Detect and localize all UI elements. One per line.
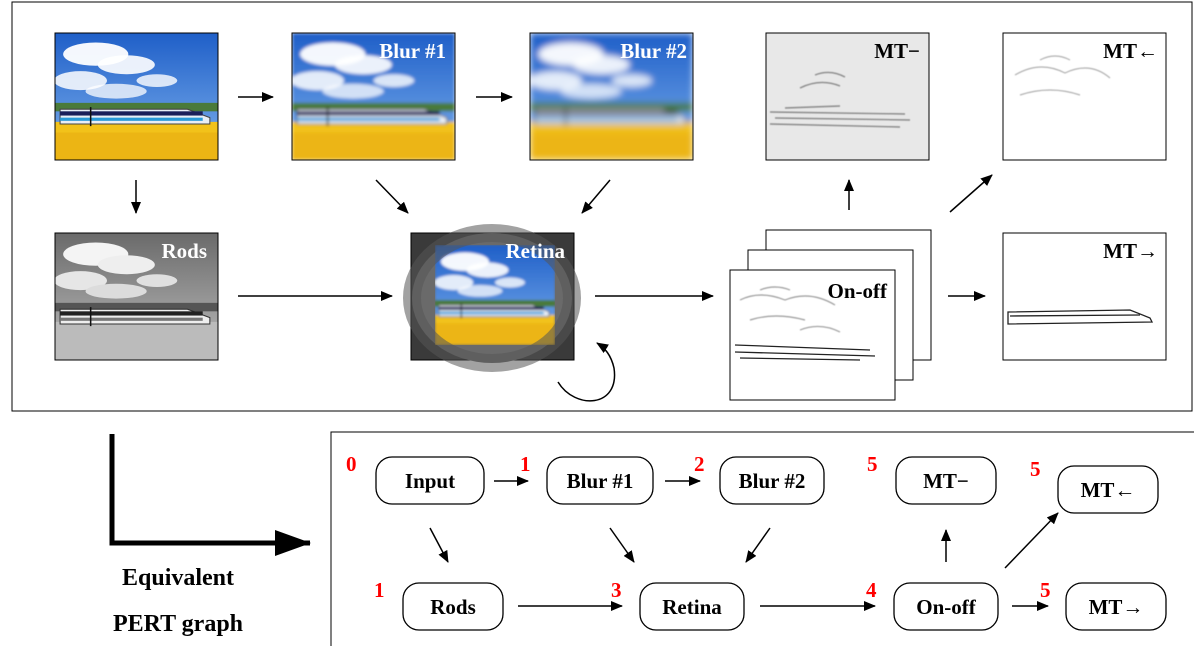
- pert-node-onoff-label: On-off: [916, 595, 977, 619]
- pert-node-mt-static-label: MT−: [923, 469, 969, 493]
- pert-node-blur1: [546, 456, 654, 505]
- mt-static-image: MT−: [765, 32, 930, 161]
- blur2-image: Blur #2: [529, 32, 694, 161]
- caption-line2: PERT graph: [113, 611, 243, 637]
- pert-node-blur2: [719, 456, 825, 505]
- pert-node-mt-static: [895, 456, 997, 505]
- pert-node-retina-label: Retina: [662, 595, 722, 619]
- blur2-image-label: Blur #2: [620, 39, 687, 63]
- mt-static-image-label: MT−: [874, 39, 920, 63]
- pert-node-rods-label: Rods: [430, 595, 476, 619]
- pert-node-rods: [402, 582, 504, 631]
- mt-left-image: MT←: [1002, 32, 1167, 161]
- order-input: 0: [346, 452, 357, 476]
- pert-node-onoff: [893, 582, 999, 631]
- pert-node-blur1-label: Blur #1: [567, 469, 634, 493]
- pert-panel-frame: [330, 431, 1194, 646]
- rods-image: Rods: [54, 232, 219, 361]
- pert-node-retina: [639, 582, 745, 631]
- mt-left-image-label: MT←: [1103, 39, 1158, 63]
- order-mt-left: 5: [1030, 457, 1041, 481]
- retina-image-label: Retina: [506, 239, 566, 263]
- retina-image: Retina: [403, 224, 581, 372]
- order-retina: 3: [611, 578, 622, 602]
- pert-node-blur2-label: Blur #2: [739, 469, 806, 493]
- pert-node-mt-right-label: MT→: [1089, 595, 1144, 619]
- pert-node-mt-left-label: MT←: [1081, 478, 1136, 502]
- corner-arrow: [109, 434, 311, 556]
- blur1-image: Blur #1: [291, 32, 456, 161]
- pert-node-mt-left: [1057, 465, 1159, 514]
- onoff-image-stack: On-off: [729, 229, 932, 401]
- order-blur2: 2: [694, 452, 705, 476]
- order-mt-static: 5: [867, 452, 878, 476]
- caption-line1: Equivalent: [122, 565, 234, 591]
- order-onoff: 4: [866, 578, 877, 602]
- mt-right-image: MT→: [1002, 232, 1167, 361]
- pert-node-mt-right: [1065, 582, 1167, 631]
- pert-edges: [429, 476, 1059, 611]
- onoff-image-label: On-off: [828, 279, 889, 303]
- order-rods: 1: [374, 578, 385, 602]
- blur1-image-label: Blur #1: [379, 39, 446, 63]
- top-panel-edges: [131, 92, 993, 402]
- order-mt-right: 5: [1040, 578, 1051, 602]
- pert-node-input: [375, 456, 485, 505]
- input-image: [54, 32, 219, 161]
- rods-image-label: Rods: [161, 239, 207, 263]
- top-panel-frame: [11, 1, 1193, 412]
- pert-node-input-label: Input: [405, 469, 455, 493]
- mt-right-image-label: MT→: [1103, 239, 1158, 263]
- order-blur1: 1: [520, 452, 531, 476]
